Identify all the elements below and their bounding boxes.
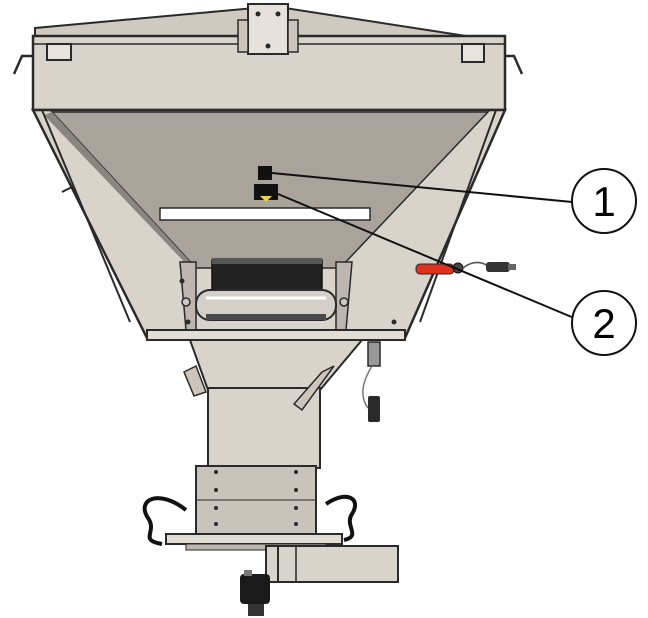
bolt bbox=[339, 297, 349, 307]
sensor-2-indicator bbox=[260, 196, 272, 202]
hopper-neck bbox=[183, 339, 381, 469]
roller-shadow bbox=[206, 314, 326, 320]
hopper-funnel bbox=[30, 108, 507, 341]
sensor-1 bbox=[258, 166, 272, 180]
lid-right-bracket bbox=[461, 43, 485, 63]
hopper-lid bbox=[12, 3, 524, 112]
connector-cable bbox=[462, 261, 489, 269]
bolt bbox=[181, 297, 191, 307]
mixer-plate bbox=[142, 465, 357, 551]
right-hinge-bar bbox=[287, 19, 299, 53]
bolt bbox=[391, 319, 397, 325]
outlet-motor-cap bbox=[248, 604, 264, 616]
funnel-right-edge bbox=[419, 109, 497, 323]
callout-label-2: 2 bbox=[592, 300, 615, 347]
bolt bbox=[179, 278, 185, 284]
left-pin bbox=[61, 185, 75, 193]
bolt bbox=[185, 319, 191, 325]
discharge-outlet bbox=[240, 545, 399, 616]
leader-line-2 bbox=[277, 193, 575, 319]
callout-2: 2 bbox=[571, 290, 637, 356]
hinge-bolt bbox=[265, 43, 271, 49]
slot-bar bbox=[159, 207, 371, 221]
connector-plug-tip bbox=[508, 264, 516, 270]
hinge-bolt bbox=[255, 11, 261, 17]
right-cable-loop bbox=[324, 494, 357, 542]
neck-left-fin bbox=[183, 364, 207, 397]
neck-upper bbox=[188, 339, 365, 391]
motor-block bbox=[211, 259, 323, 291]
neck-right-fin bbox=[292, 365, 335, 412]
plate-bolts bbox=[214, 470, 298, 526]
neck-plug bbox=[368, 396, 380, 422]
hinge-bolt bbox=[275, 11, 281, 17]
callout-label-1: 1 bbox=[592, 178, 615, 225]
motor-top bbox=[212, 258, 322, 264]
left-handle bbox=[12, 54, 33, 75]
neck-sensor-cable bbox=[362, 365, 373, 409]
callout-circle-1 bbox=[571, 168, 637, 234]
funnel-bottom-lip bbox=[146, 329, 406, 341]
red-connector bbox=[415, 261, 516, 275]
callout-circle-2 bbox=[571, 290, 637, 356]
outlet-motor bbox=[240, 574, 270, 604]
connector-plug bbox=[486, 262, 510, 272]
funnel-inner-shadow bbox=[44, 112, 196, 268]
base-flange bbox=[165, 533, 343, 545]
neck-sensor bbox=[367, 341, 381, 367]
plate bbox=[195, 465, 317, 539]
callout-1: 1 bbox=[571, 168, 637, 234]
funnel-left-edge bbox=[41, 109, 131, 323]
lid-left-bracket bbox=[46, 43, 72, 61]
right-handle bbox=[505, 54, 524, 75]
callout-leaders bbox=[271, 172, 575, 319]
left-cable-loop bbox=[142, 496, 188, 546]
leader-line-1 bbox=[271, 172, 573, 203]
outlet-motor-mark bbox=[244, 570, 252, 576]
outlet-tube bbox=[277, 545, 399, 583]
left-hinge-bar bbox=[237, 19, 249, 53]
